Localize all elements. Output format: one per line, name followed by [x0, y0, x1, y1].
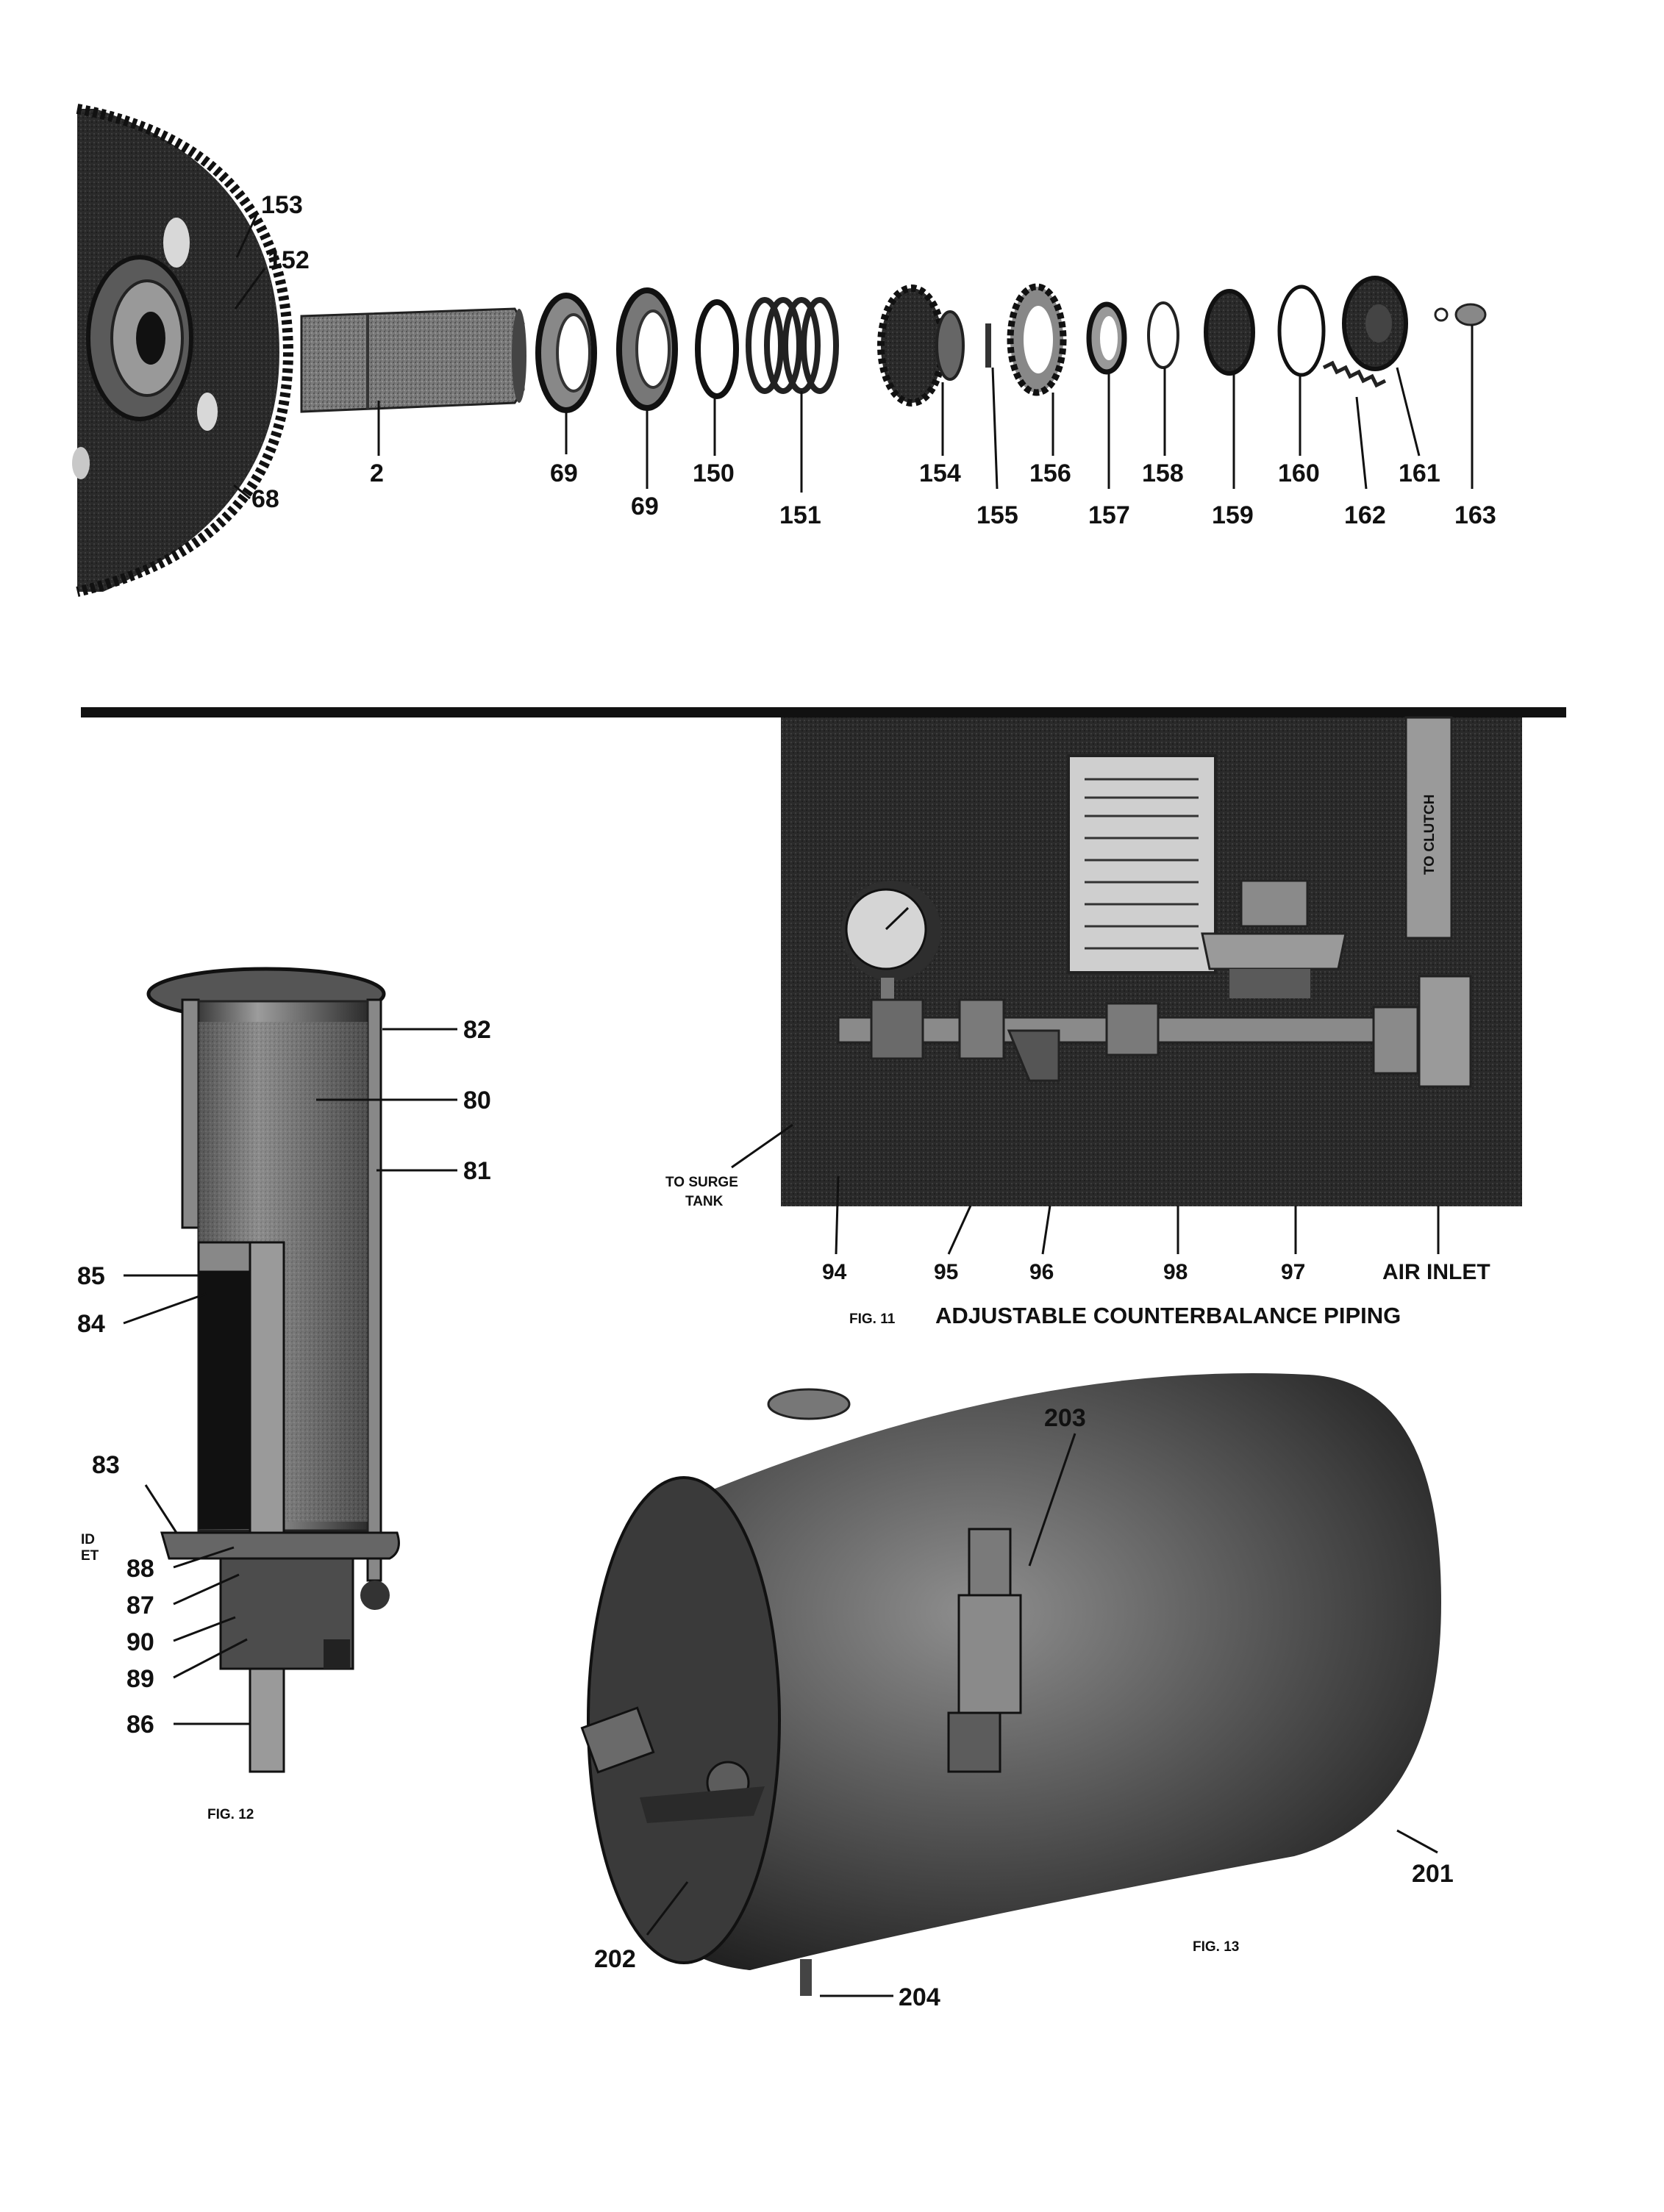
label-90: 90	[126, 1628, 154, 1656]
ring-150	[695, 299, 739, 399]
label-83: 83	[92, 1451, 120, 1479]
label-159: 159	[1212, 501, 1254, 529]
label-160: 160	[1278, 459, 1320, 487]
label-201: 201	[1412, 1860, 1454, 1888]
fig13-caption: FIG. 13	[1193, 1939, 1239, 1955]
relief-valve-203	[947, 1528, 1022, 1773]
bearing-69-a	[535, 293, 597, 413]
label-69-a: 69	[550, 459, 578, 487]
label-204: 204	[899, 1983, 940, 2011]
nut-163	[1434, 303, 1487, 326]
label-150: 150	[693, 459, 735, 487]
fig11-caption-prefix: FIG. 11	[849, 1311, 896, 1327]
section-divider	[81, 707, 1566, 717]
instruction-plate	[1067, 754, 1217, 974]
fig12-caption: FIG. 12	[207, 1807, 254, 1822]
label-2: 2	[370, 459, 384, 487]
label-82: 82	[463, 1016, 491, 1044]
label-94: 94	[822, 1260, 847, 1284]
bearing-69-b	[616, 287, 678, 411]
label-202: 202	[594, 1945, 636, 1973]
part-155	[985, 323, 991, 368]
label-97: 97	[1281, 1260, 1305, 1284]
clutch-gear-154	[877, 284, 965, 407]
gear-68-illustration	[72, 104, 294, 597]
spring-151	[746, 297, 839, 394]
label-157: 157	[1088, 501, 1130, 529]
label-86: 86	[126, 1711, 154, 1739]
label-156: 156	[1029, 459, 1071, 487]
surge-tank-label-line1: TO SURGE	[665, 1175, 738, 1190]
label-85: 85	[77, 1262, 105, 1290]
shaft-2-illustration	[300, 307, 526, 413]
label-88: 88	[126, 1555, 154, 1583]
label-69-b: 69	[631, 493, 659, 520]
label-80: 80	[463, 1087, 491, 1114]
cut-text-2: ET	[81, 1548, 99, 1564]
label-98: 98	[1163, 1260, 1188, 1284]
label-68: 68	[251, 485, 279, 513]
spring-162	[1322, 360, 1387, 388]
fig12-cylinder-illustration	[146, 967, 400, 1773]
label-89: 89	[126, 1665, 154, 1693]
label-154: 154	[919, 459, 961, 487]
label-161: 161	[1399, 459, 1440, 487]
label-81: 81	[463, 1157, 491, 1185]
cut-text-1: ID	[81, 1532, 95, 1547]
label-152: 152	[268, 246, 310, 274]
label-87: 87	[126, 1592, 154, 1619]
label-95: 95	[934, 1260, 958, 1284]
surge-tank-label-line2: TANK	[685, 1194, 724, 1209]
fig11-piping-photo: TO CLUTCH	[731, 716, 1522, 1255]
label-153: 153	[261, 191, 303, 219]
fig12-leader-lines	[123, 1028, 457, 1725]
pressure-gauge	[841, 881, 941, 1007]
fig13-tank-illustration	[580, 1373, 1441, 1996]
label-air-inlet: AIR INLET	[1382, 1260, 1490, 1284]
fig11-caption-title: ADJUSTABLE COUNTERBALANCE PIPING	[935, 1303, 1401, 1328]
pipe-marking: TO CLUTCH	[1422, 795, 1438, 875]
pipe-to-clutch	[1404, 716, 1453, 939]
label-84: 84	[77, 1310, 105, 1338]
label-162: 162	[1344, 501, 1386, 529]
label-163: 163	[1454, 501, 1496, 529]
housing-161	[1342, 276, 1408, 371]
ring-156	[1007, 283, 1067, 396]
label-151: 151	[779, 501, 821, 529]
fig13-leader-lines	[646, 1433, 1438, 1997]
drain-valve-204	[800, 1959, 812, 1996]
regulator-97	[1201, 879, 1347, 998]
label-96: 96	[1029, 1260, 1054, 1284]
ring-157	[1086, 301, 1127, 375]
ring-160	[1277, 284, 1326, 377]
snap-ring-158	[1147, 301, 1179, 369]
label-158: 158	[1142, 459, 1184, 487]
cap-159	[1204, 289, 1255, 376]
top-leader-lines	[233, 212, 1474, 500]
label-203: 203	[1044, 1404, 1086, 1432]
exploded-shaft-assembly: 153 152 68 2 69 69 150 151 154 155 156 1…	[72, 104, 1496, 597]
label-155: 155	[976, 501, 1018, 529]
